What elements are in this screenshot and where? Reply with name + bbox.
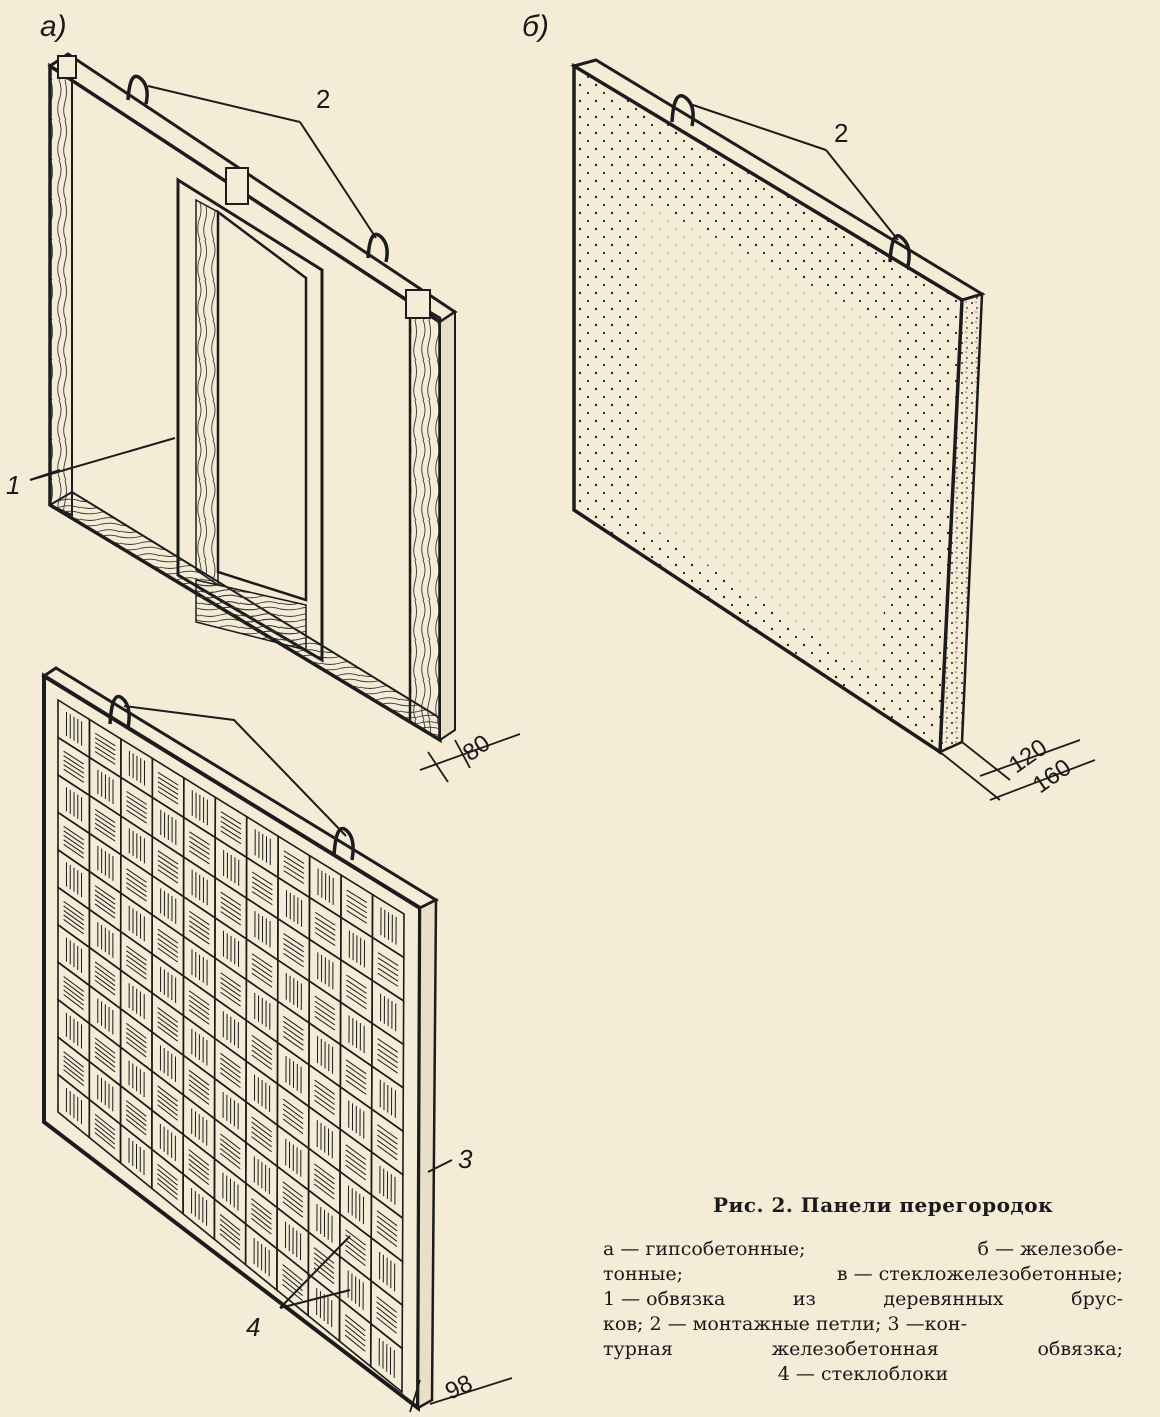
panel-a-right-bar	[408, 297, 442, 743]
panel-a-hook-right	[366, 232, 389, 263]
panel-a-dimension-line	[419, 733, 521, 783]
panel-a-threshold	[195, 579, 307, 651]
panel-a-door-frame	[176, 177, 324, 663]
caption-text: а — гипсобетонные;	[603, 1238, 806, 1260]
caption-text: ков; 2 — монтажные петли; 3 —кон-	[603, 1313, 968, 1335]
panel-b-face-clear	[640, 200, 900, 680]
panel-a-gypsum-concrete: а) 2 1 80	[6, 10, 521, 783]
panel-a-left-bar	[49, 64, 73, 517]
caption-line-4: ков; 2 — монтажные петли; 3 —кон-	[603, 1312, 1123, 1337]
caption-text: деревянных	[883, 1288, 1004, 1310]
panel-c-callout-4-leaders	[279, 1235, 351, 1309]
glass-block	[151, 1147, 184, 1216]
caption-line-2: тонные; в — стекложелезобетонные;	[603, 1262, 1123, 1287]
glass-block	[369, 1321, 403, 1394]
glass-block	[308, 1063, 342, 1131]
caption-line-1: а — гипсобетонные; б — железобе-	[603, 1237, 1123, 1262]
panel-b-hook-left	[670, 94, 695, 127]
glass-block	[339, 1127, 373, 1197]
panel-a-bar-stub-right	[405, 289, 431, 319]
panel-c-callout-3: 3	[458, 1144, 473, 1174]
glass-block	[245, 1100, 279, 1168]
caption-text: обвязка;	[1037, 1338, 1123, 1360]
caption-line-6: 4 — стеклоблоки	[603, 1362, 1123, 1387]
panel-c-hook-leader	[123, 705, 347, 837]
panel-a-callout-1: 1	[6, 470, 20, 500]
glass-block	[276, 999, 310, 1067]
panel-a-bar-stub-center	[225, 167, 249, 205]
panel-a-dimension-80: 80	[458, 729, 495, 766]
caption-text: брус-	[1071, 1288, 1123, 1310]
panel-a-callout-1-leaders	[29, 437, 176, 481]
glass-block	[151, 795, 185, 859]
panel-a-door-opening	[216, 209, 308, 602]
panel-c-hook-left	[108, 694, 131, 729]
panel-c-side-edge	[416, 897, 438, 1411]
panel-c-glass-reinforced-concrete: 3 4 98	[41, 666, 513, 1413]
panel-a-callout-2: 2	[316, 84, 330, 114]
caption-text: 4 — стеклоблоки	[777, 1363, 949, 1385]
caption-text: в — стекложелезобетонные;	[836, 1263, 1123, 1285]
glass-block	[57, 1035, 91, 1102]
caption-text: тонные;	[603, 1263, 684, 1285]
caption-text: железобетонная	[771, 1338, 939, 1360]
panel-a-callout-2-leaders	[147, 85, 377, 239]
glass-block	[88, 1059, 122, 1127]
panel-a-door-jamb	[195, 198, 219, 587]
panel-c-callout-3-leader	[427, 1159, 453, 1173]
panel-c-glass-block-grid	[57, 698, 405, 1394]
panel-c-dimension-line	[409, 1377, 513, 1413]
caption-line-3: 1 — обвязка из деревянных брус-	[603, 1287, 1123, 1312]
caption-text: 1 — обвязка	[603, 1288, 726, 1310]
panel-b-hook-right	[888, 234, 911, 267]
panel-c-hook-right	[332, 826, 355, 861]
panel-b-reinforced-concrete: б) 2 120 160	[522, 10, 1096, 801]
caption-text: б — железобе-	[977, 1238, 1123, 1260]
panel-a-bar-stub-left	[57, 55, 77, 79]
caption-text: из	[792, 1288, 816, 1310]
figure-caption: Рис. 2. Панели перегородок а — гипсобето…	[603, 1193, 1123, 1387]
panel-b-dimension-lines	[939, 739, 1096, 801]
caption-text: турная	[603, 1338, 673, 1360]
caption-title: Рис. 2. Панели перегородок	[712, 1193, 1054, 1217]
glass-block	[307, 1146, 341, 1216]
caption-line-5: турная железобетонная обвязка;	[603, 1337, 1123, 1362]
panel-a-hook-left	[126, 74, 149, 105]
glass-block	[88, 869, 122, 934]
panel-b-letter: б)	[522, 10, 549, 43]
panel-c-callout-4: 4	[246, 1312, 260, 1342]
panel-c-dimension-98: 98	[441, 1370, 477, 1406]
panel-b-callout-2: 2	[834, 118, 848, 148]
panel-a-letter: а)	[40, 10, 67, 43]
panel-a-side-edge	[439, 310, 456, 742]
panel-b-callout-2-leaders	[689, 103, 899, 241]
